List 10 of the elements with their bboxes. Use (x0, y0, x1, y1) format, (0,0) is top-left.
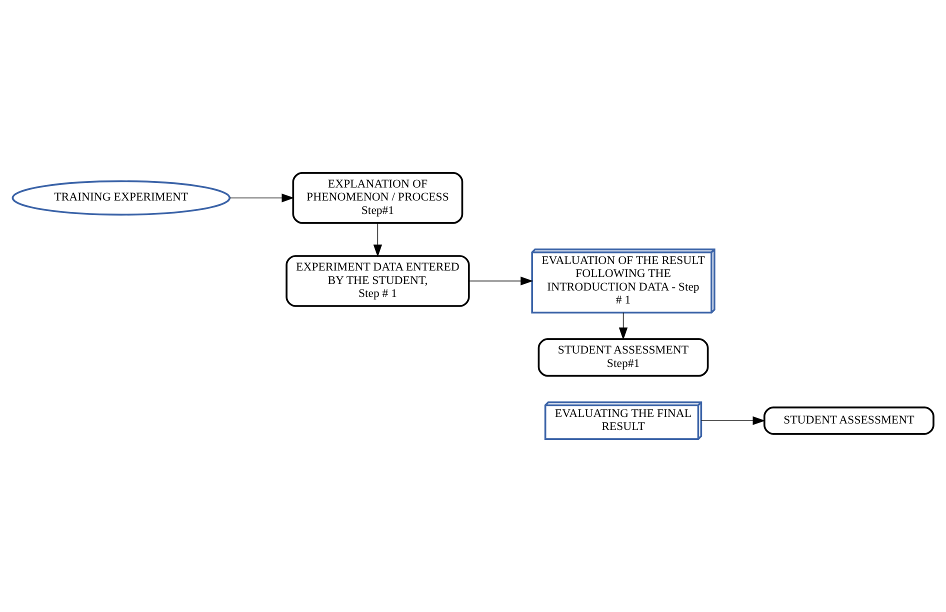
node-box: EXPERIMENT DATA ENTERED BY THE STUDENT, Step # 1 (286, 255, 470, 307)
arrow (618, 312, 628, 340)
node-box: STUDENT ASSESSMENT (763, 406, 934, 435)
arrow (230, 194, 294, 202)
node-ellipse: TRAINING EXPERIMENT (12, 180, 231, 216)
arrow (373, 222, 382, 258)
arrow (700, 416, 766, 426)
node-box: STUDENT ASSESSMENT Step#1 (538, 338, 709, 377)
node-box: EXPLANATION OF PHENOMENON / PROCESS Step#1 (292, 172, 464, 224)
arrow (468, 276, 534, 286)
